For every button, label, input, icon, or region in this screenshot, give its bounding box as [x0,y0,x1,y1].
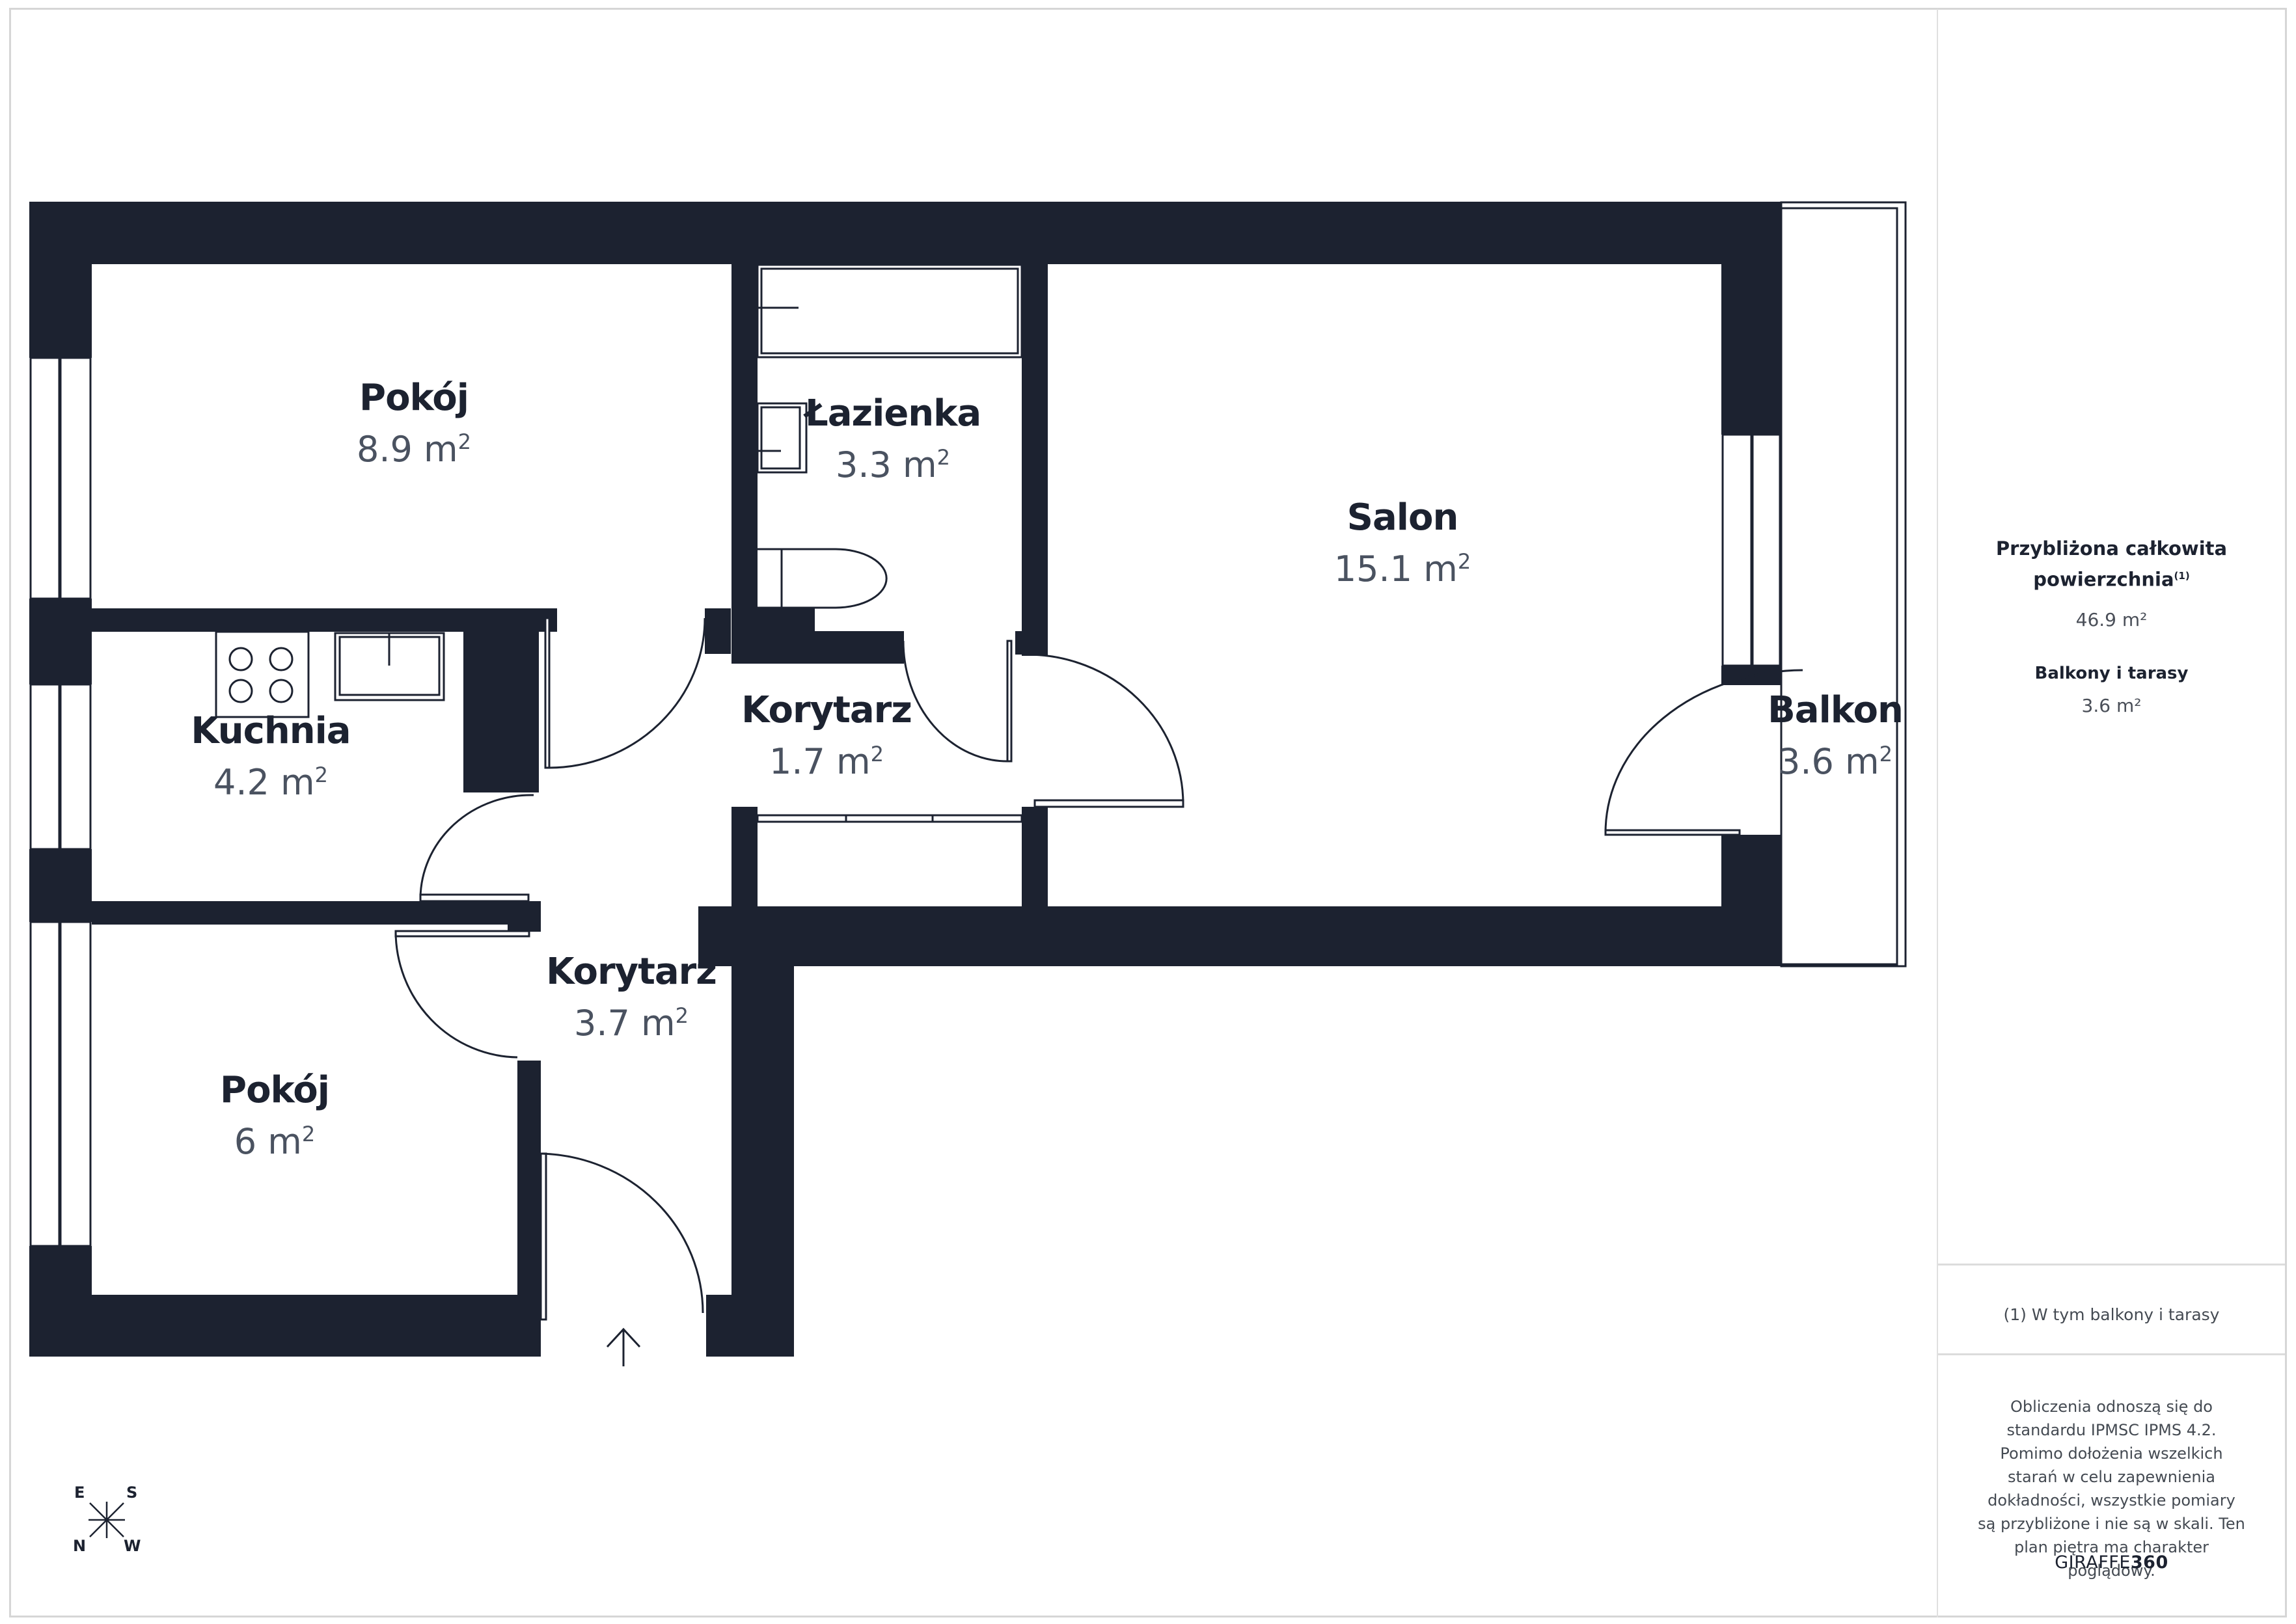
room-area: 4.2 m2 [213,762,329,803]
page-frame [9,8,2287,1617]
room-area: 15.1 m2 [1333,548,1471,589]
compass-label-e: E [74,1483,85,1502]
room-label-lazienka: Łazienka 3.3 m2 [805,393,981,488]
room-name: Pokój [359,377,469,419]
room-label-pokoj-1: Pokój 8.9 m2 [357,377,471,472]
summary-panel: Przybliżona całkowita powierzchnia(1) 46… [1938,9,2285,1616]
room-name: Korytarz [546,951,717,993]
compass-label-n: N [73,1537,87,1555]
panel-divider [1937,9,1938,1617]
room-label-pokoj-2: Pokój 6 m2 [220,1069,330,1165]
total-area-value: 46.9 m² [2075,609,2148,630]
total-area-title: Przybliżona całkowita powierzchnia(1) [1995,537,2228,591]
compass-icon [89,1502,125,1538]
windows [29,201,1907,1247]
room-name: Łazienka [804,392,981,435]
doors [394,617,1803,1321]
balconies-value: 3.6 m² [2081,695,2142,716]
room-name: Korytarz [741,689,912,731]
room-label-salon: Salon 15.1 m2 [1334,497,1471,592]
entrance-arrow-icon [606,1327,641,1366]
room-name: Salon [1346,496,1459,539]
compass-rose: E S N W [68,1483,146,1562]
room-area: 1.7 m2 [769,741,884,782]
room-area: 8.9 m2 [356,429,472,470]
balconies-title: Balkony i tarasy [2034,664,2189,683]
room-label-balkon: Balkon 3.6 m2 [1768,689,1904,785]
walls [29,202,1781,1357]
panel-separator [1938,1264,2285,1265]
panel-separator [1938,1353,2285,1355]
brand-logo: GIRAFFE360 [2055,1552,2168,1573]
room-area: 3.7 m2 [573,1003,689,1044]
disclaimer: Obliczenia odnoszą się do standardu IPMS… [1978,1398,2245,1580]
footnote: (1) W tym balkony i tarasy [2003,1305,2220,1324]
room-name: Balkon [1768,689,1904,731]
compass-label-w: W [124,1537,141,1555]
room-area: 3.6 m2 [1777,741,1893,782]
room-name: Kuchnia [191,710,351,752]
room-area: 6 m2 [234,1121,316,1162]
room-label-korytarz-2: Korytarz 3.7 m2 [546,951,717,1046]
floor-plan [29,201,1907,1366]
room-area: 3.3 m2 [835,444,951,485]
compass-label-s: S [126,1483,138,1502]
room-label-korytarz-1: Korytarz 1.7 m2 [741,690,912,785]
room-name: Pokój [220,1069,330,1111]
room-label-kuchnia: Kuchnia 4.2 m2 [191,710,351,805]
fixtures [215,264,1023,823]
